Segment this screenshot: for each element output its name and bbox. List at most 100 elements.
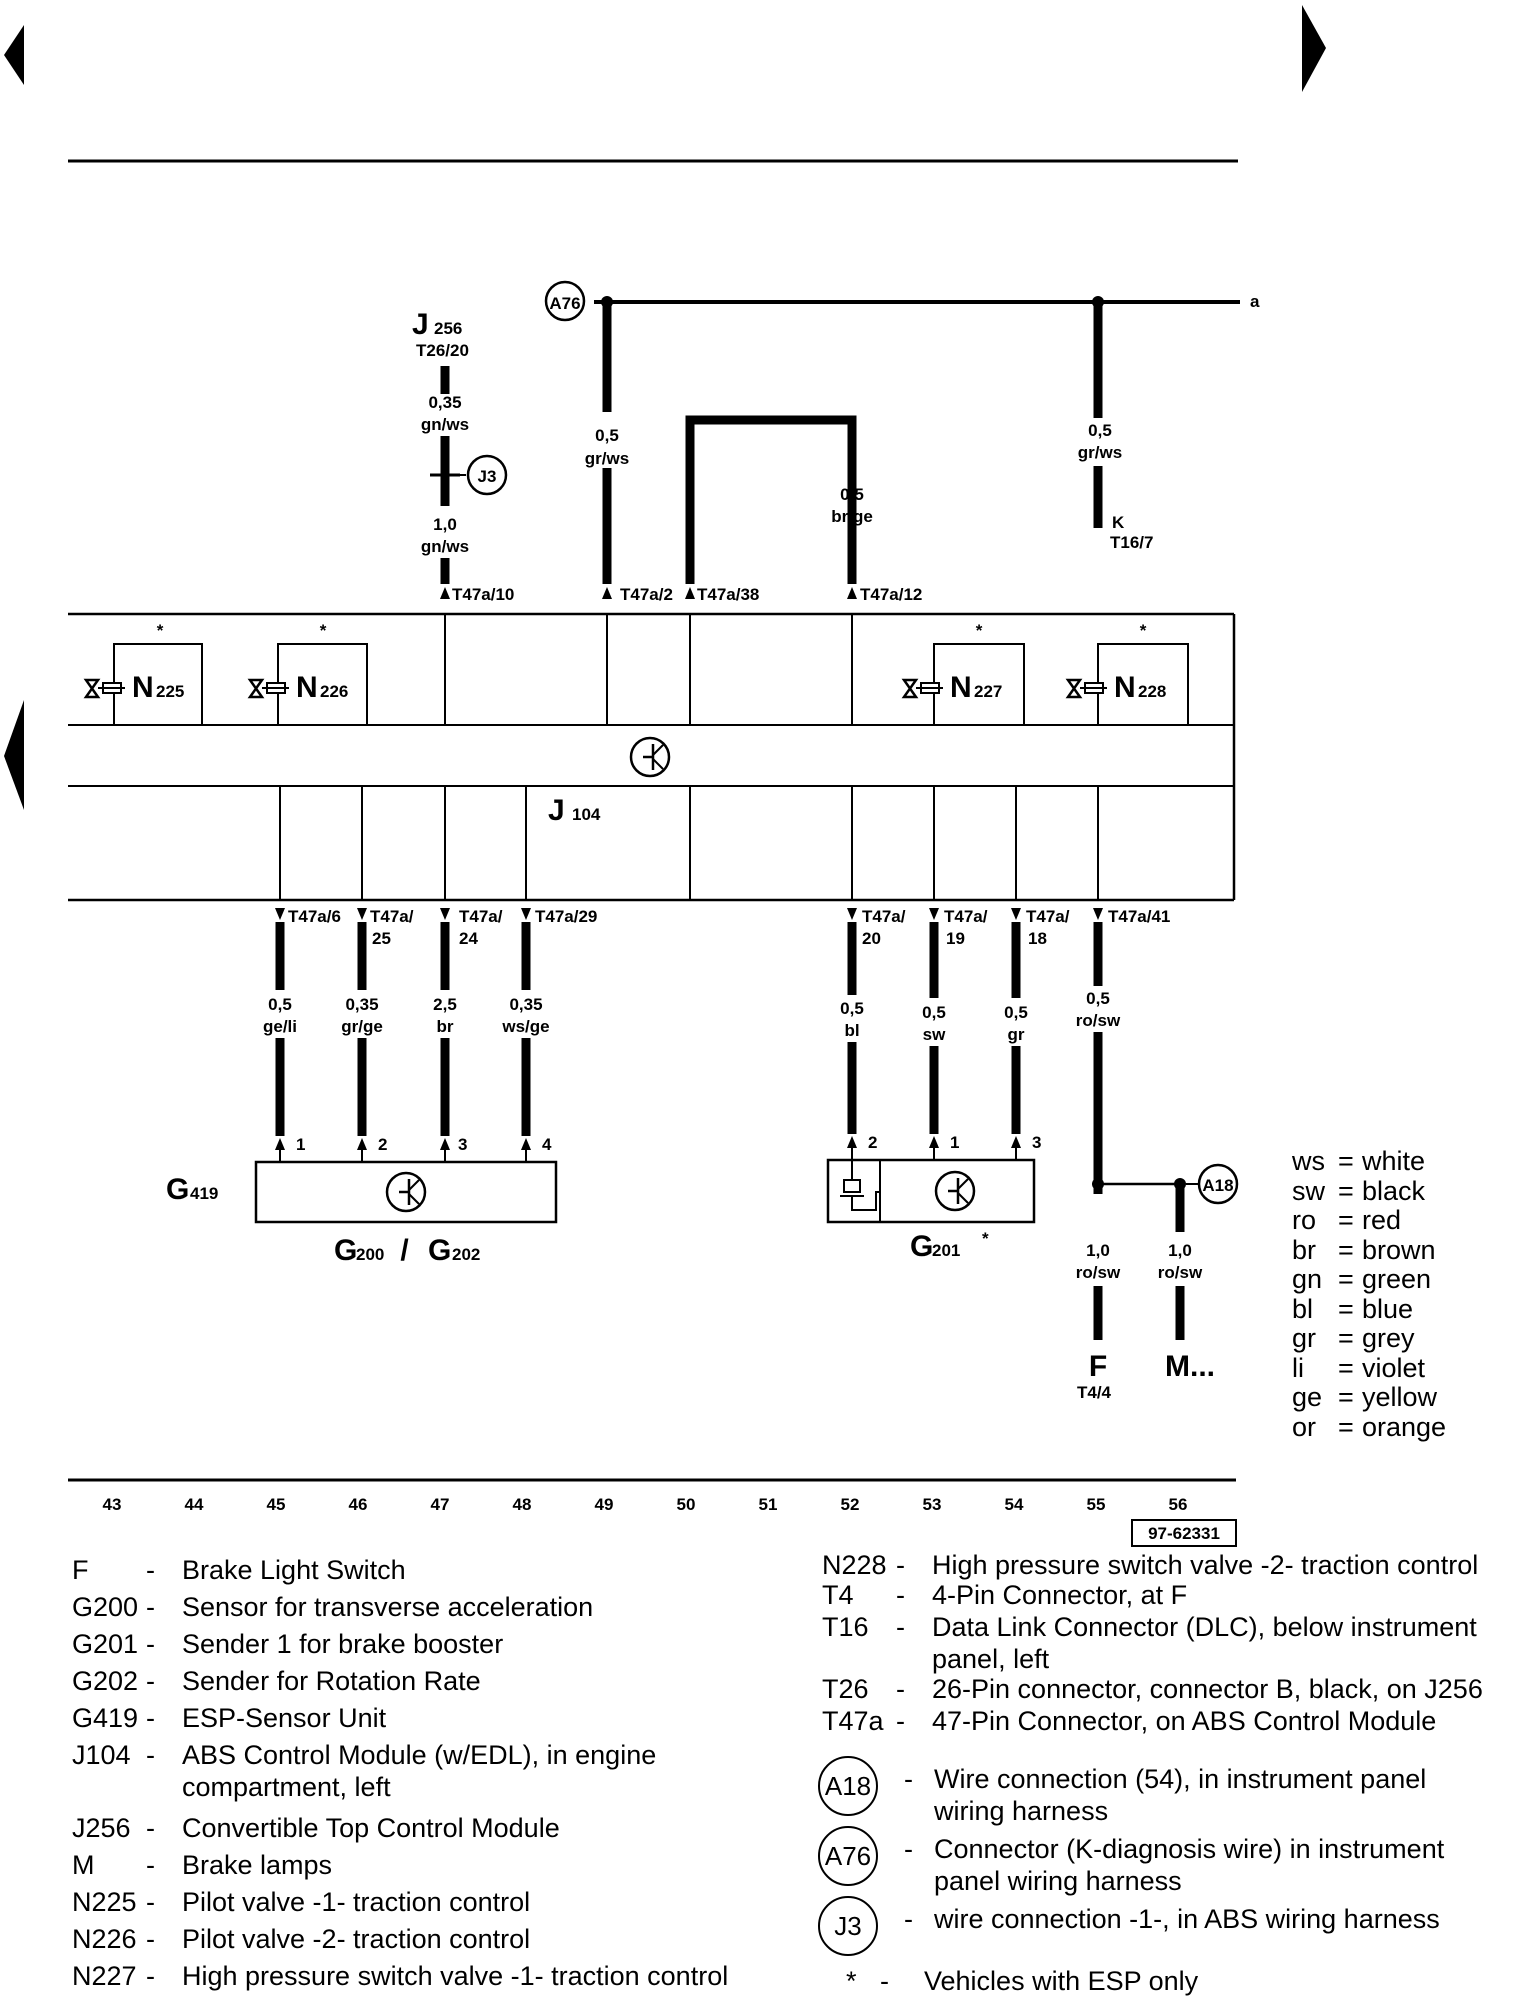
svg-text:104: 104 — [572, 805, 601, 824]
color-name: red — [1362, 1205, 1402, 1235]
svg-text:F: F — [1089, 1350, 1107, 1383]
color-abbr: ws — [1292, 1146, 1325, 1176]
legend-row: T16-Data Link Connector (DLC), below ins… — [822, 1612, 1477, 1642]
svg-text:T47a/10: T47a/10 — [452, 585, 514, 604]
equals-sign: = — [1338, 1323, 1354, 1353]
legend-description: Pilot valve -1- traction control — [182, 1887, 531, 1917]
svg-text:gr/ge: gr/ge — [341, 1017, 383, 1036]
legend-dash: - — [904, 1764, 913, 1794]
svg-text:N: N — [1114, 671, 1136, 704]
legend-description-cont: wiring harness — [934, 1796, 1109, 1826]
color-name: green — [1362, 1264, 1432, 1294]
scale-number: 55 — [1087, 1495, 1106, 1514]
svg-text:T47a/38: T47a/38 — [697, 585, 759, 604]
svg-text:0,5: 0,5 — [840, 999, 864, 1018]
page-back-arrow-icon-lower[interactable] — [4, 700, 24, 810]
svg-text:0,5: 0,5 — [595, 426, 619, 445]
color-name: brown — [1362, 1234, 1436, 1265]
scale-number: 51 — [759, 1495, 778, 1514]
svg-text:201: 201 — [932, 1241, 960, 1260]
legend-row: T47a-47-Pin Connector, on ABS Control Mo… — [822, 1706, 1436, 1736]
scale-number: 48 — [513, 1495, 532, 1514]
legend-description-cont: panel, left — [932, 1644, 1050, 1674]
legend-dash: - — [896, 1580, 905, 1610]
legend-row: N228-High pressure switch valve -2- trac… — [822, 1550, 1478, 1580]
svg-text:1: 1 — [950, 1133, 959, 1152]
legend-dash: - — [146, 1961, 155, 1991]
legend-dash: - — [146, 1666, 155, 1696]
color-name: black — [1362, 1175, 1426, 1206]
n225-valve: N 225 — [83, 671, 184, 704]
svg-text:ro/sw: ro/sw — [1158, 1263, 1203, 1282]
g419-electronics-icon — [385, 1171, 427, 1213]
legend-dash: - — [146, 1629, 155, 1659]
svg-text:T47a/12: T47a/12 — [860, 585, 922, 604]
svg-text:226: 226 — [320, 682, 348, 701]
color-abbr: or — [1292, 1411, 1317, 1442]
svg-text:0,35: 0,35 — [428, 393, 461, 412]
legend-dash: - — [146, 1924, 155, 1954]
page-back-arrow-icon[interactable] — [4, 25, 24, 85]
svg-text:24: 24 — [459, 929, 478, 948]
legend-row: F-Brake Light Switch — [72, 1555, 406, 1585]
svg-text:0,5: 0,5 — [1086, 989, 1110, 1008]
scale-number: 45 — [267, 1495, 286, 1514]
svg-text:0,35: 0,35 — [509, 995, 542, 1014]
svg-text:K: K — [1112, 513, 1125, 532]
svg-text:T4/4: T4/4 — [1077, 1383, 1112, 1402]
legend-description: Connector (K-diagnosis wire) in instrume… — [934, 1834, 1445, 1864]
svg-text:3: 3 — [458, 1135, 467, 1154]
legend-code: G201 — [72, 1629, 139, 1659]
svg-text:200: 200 — [356, 1245, 384, 1264]
legend-description: Wire connection (54), in instrument pane… — [934, 1764, 1427, 1794]
svg-text:*: * — [982, 1229, 989, 1248]
svg-text:T47a/41: T47a/41 — [1108, 907, 1170, 926]
svg-text:2: 2 — [868, 1133, 877, 1152]
page-forward-arrow-icon[interactable] — [1302, 5, 1326, 92]
legend-description: Sender for Rotation Rate — [182, 1666, 481, 1696]
svg-text:gr/ws: gr/ws — [1078, 443, 1122, 462]
legend-description: 4-Pin Connector, at F — [932, 1580, 1188, 1610]
legend-code: N227 — [72, 1961, 137, 1991]
svg-text:225: 225 — [156, 682, 184, 701]
legend-code: N226 — [72, 1924, 137, 1954]
svg-text:0,5: 0,5 — [840, 485, 864, 504]
svg-text:ws/ge: ws/ge — [501, 1017, 549, 1036]
color-abbr: ro — [1292, 1205, 1317, 1235]
legend-star-mark: * — [846, 1966, 857, 1996]
svg-text:A18: A18 — [1202, 1176, 1233, 1195]
svg-text:0,5: 0,5 — [1088, 421, 1112, 440]
n226-valve: N 226 — [247, 671, 348, 704]
svg-text:a: a — [1250, 292, 1260, 311]
svg-text:256: 256 — [434, 319, 462, 338]
color-abbr: li — [1292, 1352, 1304, 1383]
legend-description: 26-Pin connector, connector B, black, on… — [932, 1674, 1483, 1704]
svg-text:sw: sw — [923, 1025, 946, 1044]
svg-text:bl: bl — [844, 1021, 859, 1040]
equals-sign: = — [1338, 1234, 1354, 1265]
svg-text:J: J — [412, 308, 429, 341]
scale-number: 52 — [841, 1495, 860, 1514]
svg-text:T47a/29: T47a/29 — [535, 907, 597, 926]
n227-valve: N 227 — [901, 671, 1002, 704]
equals-sign: = — [1338, 1411, 1354, 1442]
legend-description: Pilot valve -2- traction control — [182, 1924, 531, 1954]
svg-text:ge/li: ge/li — [263, 1017, 297, 1036]
svg-text:20: 20 — [862, 929, 881, 948]
color-name: violet — [1362, 1352, 1426, 1383]
svg-text:gn/ws: gn/ws — [421, 537, 469, 556]
scale-number: 54 — [1005, 1495, 1024, 1514]
svg-text:*: * — [976, 621, 983, 640]
legend-code: J256 — [72, 1813, 131, 1843]
color-code-row: br=brown — [1292, 1235, 1436, 1266]
legend-code: T16 — [822, 1612, 869, 1642]
color-code-row: sw=black — [1292, 1176, 1425, 1207]
svg-text:N: N — [950, 671, 972, 704]
color-code-row: bl=blue — [1292, 1294, 1413, 1325]
legend-code: M — [72, 1850, 95, 1880]
svg-text:G: G — [910, 1230, 933, 1263]
color-abbr: sw — [1292, 1175, 1325, 1206]
scale-number: 49 — [595, 1495, 614, 1514]
svg-text:gr/ws: gr/ws — [585, 449, 629, 468]
svg-text:2: 2 — [378, 1135, 387, 1154]
